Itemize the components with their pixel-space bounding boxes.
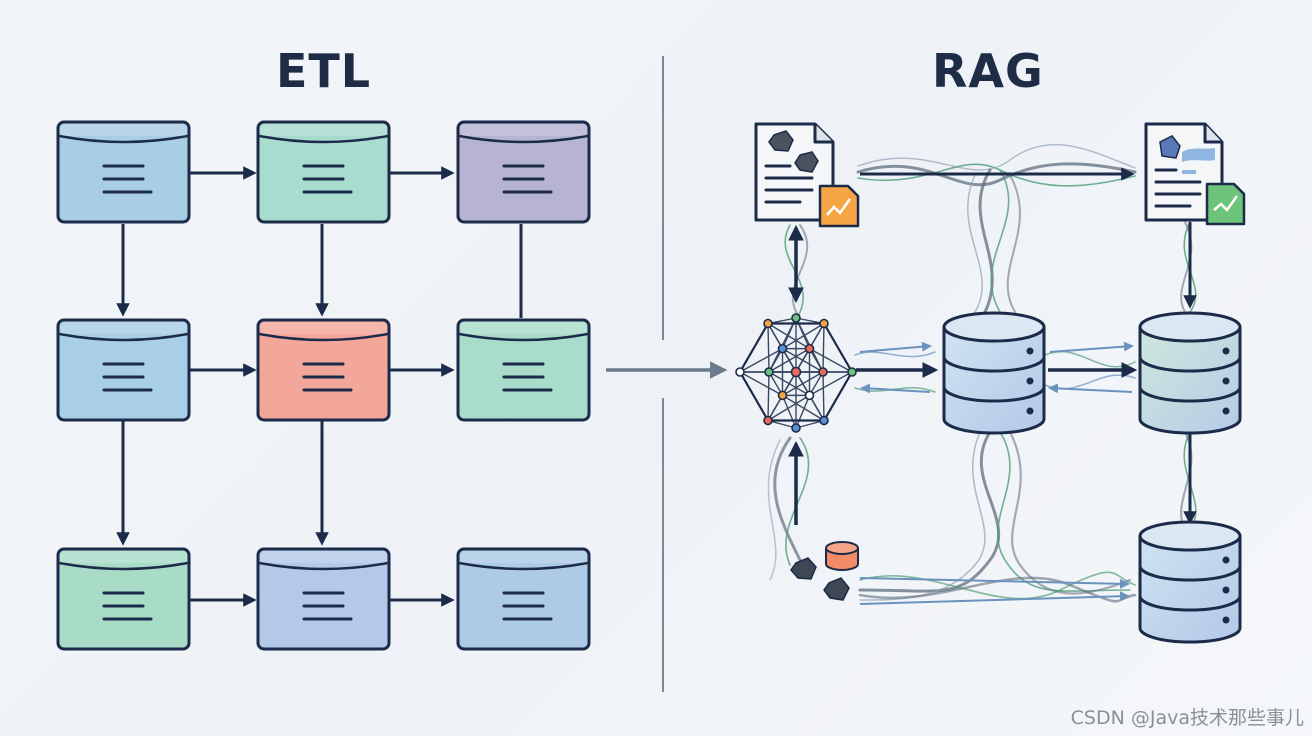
- rag-light-arrows: [859, 341, 1134, 605]
- etl-box-r2-c3: [456, 318, 591, 422]
- etl-box-r3-c2: [256, 547, 391, 651]
- etl-box-r2-c2: [256, 318, 391, 422]
- vector-database-icon: [942, 311, 1046, 435]
- knowledge-graph-icon: [735, 313, 857, 433]
- etl-box-r3-c1: [56, 547, 191, 651]
- source-document-icon: [754, 122, 860, 228]
- etl-box-r3-c3: [456, 547, 591, 651]
- index-database-icon: [1138, 311, 1242, 435]
- rag-title: RAG: [932, 44, 1044, 98]
- data-chunks-icon: [790, 541, 859, 601]
- etl-box-r1-c3: [456, 120, 591, 224]
- watermark: CSDN @Java技术那些事儿: [1070, 707, 1304, 729]
- etl-box-r1-c1: [56, 120, 191, 224]
- etl-box-r1-c2: [256, 120, 391, 224]
- etl-box-r2-c1: [56, 318, 191, 422]
- rag-databases: [942, 311, 1242, 644]
- etl-title: ETL: [276, 44, 372, 98]
- etl-connectors: [116, 166, 523, 607]
- etl-grid: [56, 120, 591, 651]
- storage-database-icon: [1138, 520, 1242, 644]
- output-document-icon: [1144, 122, 1246, 226]
- rag-arrows: [788, 167, 1197, 525]
